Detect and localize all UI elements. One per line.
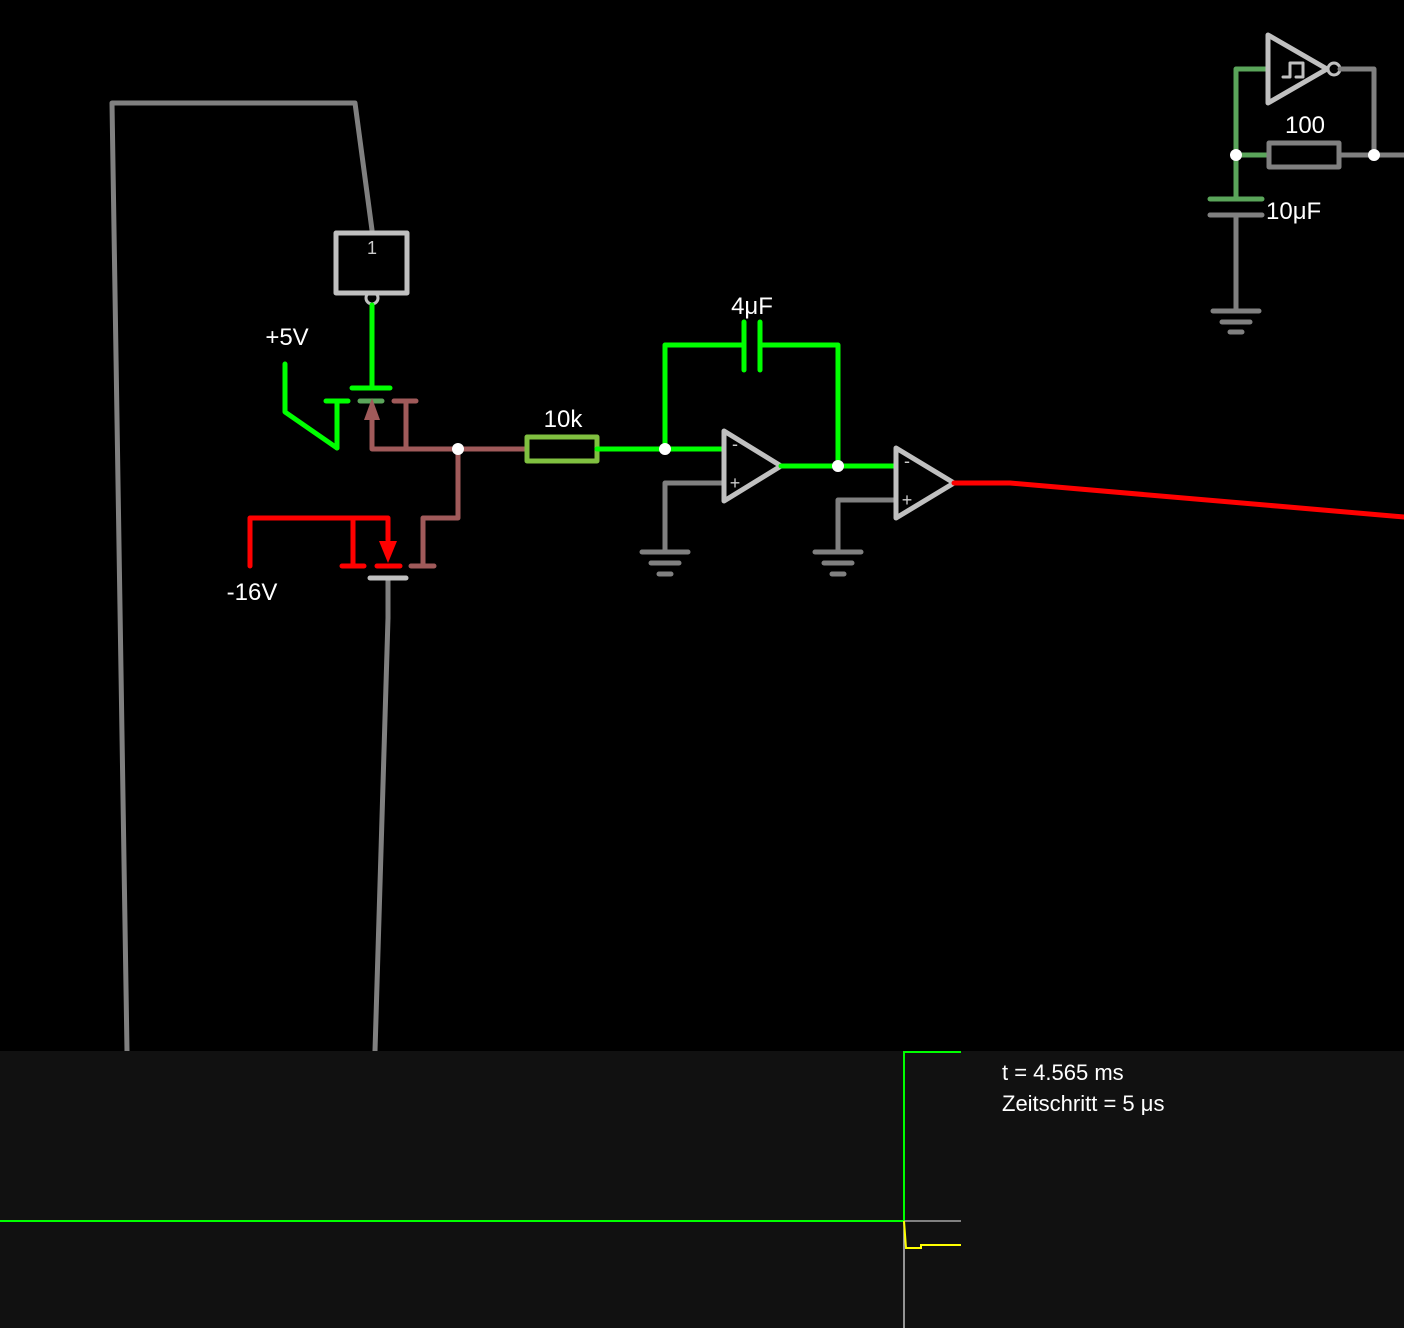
junction-integrator-in [659, 443, 671, 455]
ground-1 [639, 549, 691, 577]
comparator-opamp[interactable] [893, 445, 957, 521]
junction-osc-left [1230, 149, 1242, 161]
scope-plot [0, 1051, 961, 1328]
gate-counter-label: 1 [367, 238, 377, 258]
timestep-readout: Zeitschritt = 5 μs [1002, 1091, 1165, 1116]
scope-panel[interactable]: t = 4.565 ms Zeitschritt = 5 μs [0, 1051, 1404, 1328]
feedback-wire-outer[interactable] [109, 100, 375, 1051]
opamp1-plus-sign: + [730, 473, 741, 493]
ground-2 [812, 549, 864, 577]
scope-trace-yellow [903, 1220, 961, 1249]
scope-trace-green [0, 1051, 961, 1222]
osc-resistor[interactable] [1266, 140, 1342, 170]
neg-supply-wire[interactable] [247, 515, 391, 569]
nmos-arrow [379, 541, 397, 563]
opamp2-plus-wire[interactable] [835, 497, 899, 553]
osc-output-wire[interactable] [1337, 66, 1377, 158]
junction-integrator-out [832, 460, 844, 472]
pmos-drain-wire[interactable] [369, 417, 528, 452]
opamp1-minus-sign: - [732, 434, 738, 454]
neg-supply-label: -16V [227, 579, 278, 606]
junctions [452, 149, 1380, 472]
nmos-drain-wire[interactable] [420, 446, 461, 569]
pos-supply-label: +5V [265, 324, 308, 351]
osc-cap-label: 10μF [1266, 198, 1321, 225]
osc-resistor-label: 100 [1285, 112, 1325, 139]
pos-supply-wire[interactable] [282, 361, 340, 451]
pmos-arrow [364, 398, 380, 420]
junction-osc-right [1368, 149, 1380, 161]
input-resistor-label: 10k [544, 406, 584, 433]
opamp1-plus-wire[interactable] [662, 480, 725, 553]
integrator-opamp[interactable] [721, 428, 784, 504]
opamp2-minus-sign: - [904, 451, 910, 471]
gate-wire-lower[interactable] [372, 577, 391, 1051]
schmitt-hysteresis-mark [1281, 61, 1305, 79]
osc-input-wire[interactable] [1233, 66, 1271, 158]
ground-3 [1210, 308, 1262, 335]
cap-feedback-wire-right[interactable] [757, 342, 841, 469]
schmitt-inverter[interactable] [1265, 32, 1330, 106]
opamp2-plus-sign: + [902, 490, 913, 510]
cap-feedback-wire-left[interactable] [662, 342, 747, 452]
circuit-canvas[interactable]: 1 +5V -16V 10k 4μF - + - + 100 10μF [0, 0, 1404, 1051]
junction-drain [452, 443, 464, 455]
time-readout: t = 4.565 ms [1002, 1060, 1124, 1085]
comparator-out-wire[interactable] [951, 480, 1404, 520]
input-resistor[interactable] [524, 434, 600, 464]
integrator-cap-label: 4μF [731, 293, 773, 320]
